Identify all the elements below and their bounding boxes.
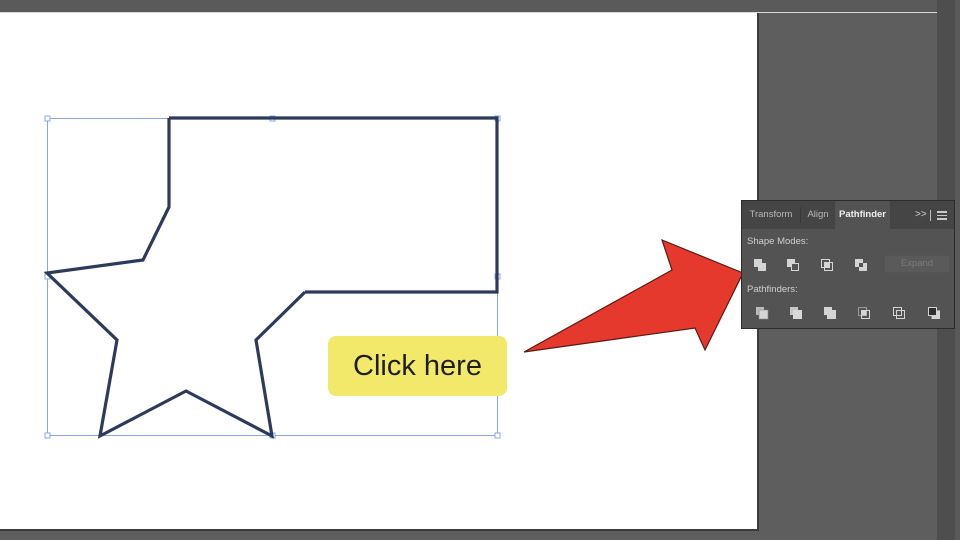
exclude-icon bbox=[855, 259, 867, 271]
unite-button[interactable] bbox=[752, 257, 768, 273]
pathfinders-label: Pathfinders: bbox=[747, 284, 798, 295]
trim-button[interactable] bbox=[788, 305, 804, 321]
crop-icon bbox=[858, 307, 870, 319]
expand-button[interactable]: Expand bbox=[884, 255, 950, 273]
minus-back-button[interactable] bbox=[926, 305, 942, 321]
minus-front-button[interactable] bbox=[785, 257, 801, 273]
tab-label: Transform bbox=[749, 209, 793, 220]
expand-label: Expand bbox=[900, 258, 934, 269]
shape-modes-label: Shape Modes: bbox=[747, 236, 809, 247]
trim-icon bbox=[790, 307, 802, 319]
rectangle-shape[interactable] bbox=[169, 116, 499, 294]
tab-pathfinder[interactable]: Pathfinder bbox=[835, 201, 890, 229]
callout-label: Click here bbox=[353, 349, 482, 382]
crop-button[interactable] bbox=[856, 305, 872, 321]
selection-handle[interactable] bbox=[44, 432, 51, 439]
exclude-button[interactable] bbox=[853, 257, 869, 273]
tab-menu-separator bbox=[930, 210, 931, 221]
outline-icon bbox=[893, 307, 905, 319]
star-shape[interactable] bbox=[43, 118, 307, 439]
panel-dock-edge bbox=[955, 0, 960, 540]
selection-handle[interactable] bbox=[44, 115, 51, 122]
tab-transform[interactable]: Transform bbox=[742, 201, 800, 229]
tab-label: Align bbox=[807, 209, 829, 220]
tab-label: Pathfinder bbox=[839, 209, 886, 220]
click-here-callout: Click here bbox=[328, 336, 507, 396]
pointer-arrow-icon bbox=[523, 238, 744, 353]
merge-icon bbox=[824, 307, 836, 319]
divide-button[interactable] bbox=[754, 305, 770, 321]
minus-front-icon bbox=[787, 259, 799, 271]
selection-handle[interactable] bbox=[494, 432, 501, 439]
double-chevron-icon: >> bbox=[915, 209, 927, 220]
top-toolbar-strip bbox=[0, 0, 960, 13]
hamburger-menu-icon[interactable] bbox=[937, 210, 947, 220]
pathfinder-panel: Transform Align Pathfinder >> Shape Mode… bbox=[741, 200, 955, 329]
outline-button[interactable] bbox=[891, 305, 907, 321]
tab-align[interactable]: Align bbox=[801, 201, 835, 229]
bottom-scroll-strip bbox=[0, 531, 760, 540]
panel-tab-bar: Transform Align Pathfinder >> bbox=[742, 201, 954, 229]
merge-button[interactable] bbox=[822, 305, 838, 321]
intersect-button[interactable] bbox=[819, 257, 835, 273]
intersect-icon bbox=[821, 259, 833, 271]
panel-overflow-button[interactable]: >> bbox=[915, 201, 927, 229]
minus-back-icon bbox=[928, 307, 940, 319]
divide-icon bbox=[756, 307, 769, 320]
tab-divider bbox=[800, 207, 801, 223]
unite-icon bbox=[754, 259, 766, 271]
